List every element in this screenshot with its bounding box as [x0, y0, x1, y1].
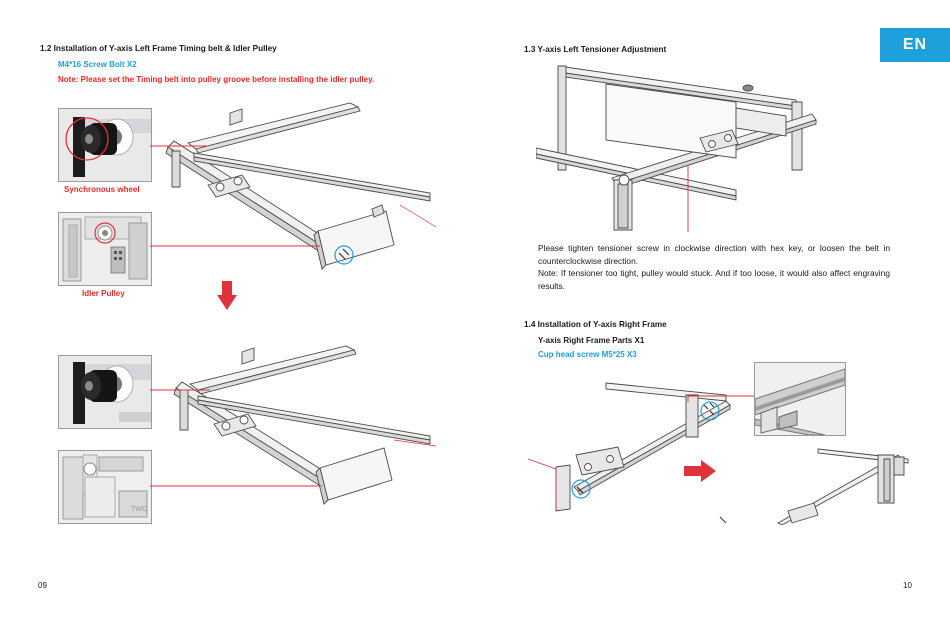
rail-profile-photo	[754, 362, 846, 436]
y-axis-left-frame-drawing-top	[165, 102, 437, 270]
arrow-right-icon	[684, 460, 716, 482]
installation-note: Note: Please set the Timing belt into pu…	[58, 75, 375, 84]
assembled-right-frame-drawing	[719, 448, 909, 525]
synchronous-wheel-photo	[58, 108, 152, 182]
tensioner-note: Note: If tensioner too tight, pulley wou…	[538, 268, 890, 291]
tensioner-instruction: Please tighten tensioner screw in clockw…	[538, 243, 890, 266]
parts-label: Y-axis Right Frame Parts X1	[538, 336, 645, 345]
y-axis-right-frame-drawing	[527, 382, 731, 512]
caption-synchronous-wheel: Synchronous wheel	[64, 185, 140, 194]
y-axis-left-frame-drawing-bottom	[173, 345, 437, 505]
svg-text:TWO: TWO	[131, 506, 148, 513]
page-number-right: 10	[903, 581, 912, 590]
cup-head-screw-label: Cup head screw M5*25 X3	[538, 350, 637, 359]
arrow-down-icon	[217, 281, 237, 310]
screw-spec: M4*16 Screw Bolt X2	[58, 60, 137, 69]
idler-pulley-installed-photo: TWO	[58, 450, 152, 524]
page-number-left: 09	[38, 581, 47, 590]
section-1-2-title: 1.2 Installation of Y-axis Left Frame Ti…	[40, 44, 277, 53]
caption-idler-pulley: Idler Pulley	[82, 289, 125, 298]
section-1-3-title: 1.3 Y-axis Left Tensioner Adjustment	[524, 45, 667, 54]
language-tab: EN	[880, 28, 950, 62]
tensioner-frame-drawing	[536, 65, 817, 232]
synchronous-wheel-installed-photo	[58, 355, 152, 429]
idler-pulley-photo	[58, 212, 152, 286]
section-1-4-title: 1.4 Installation of Y-axis Right Frame	[524, 320, 667, 329]
